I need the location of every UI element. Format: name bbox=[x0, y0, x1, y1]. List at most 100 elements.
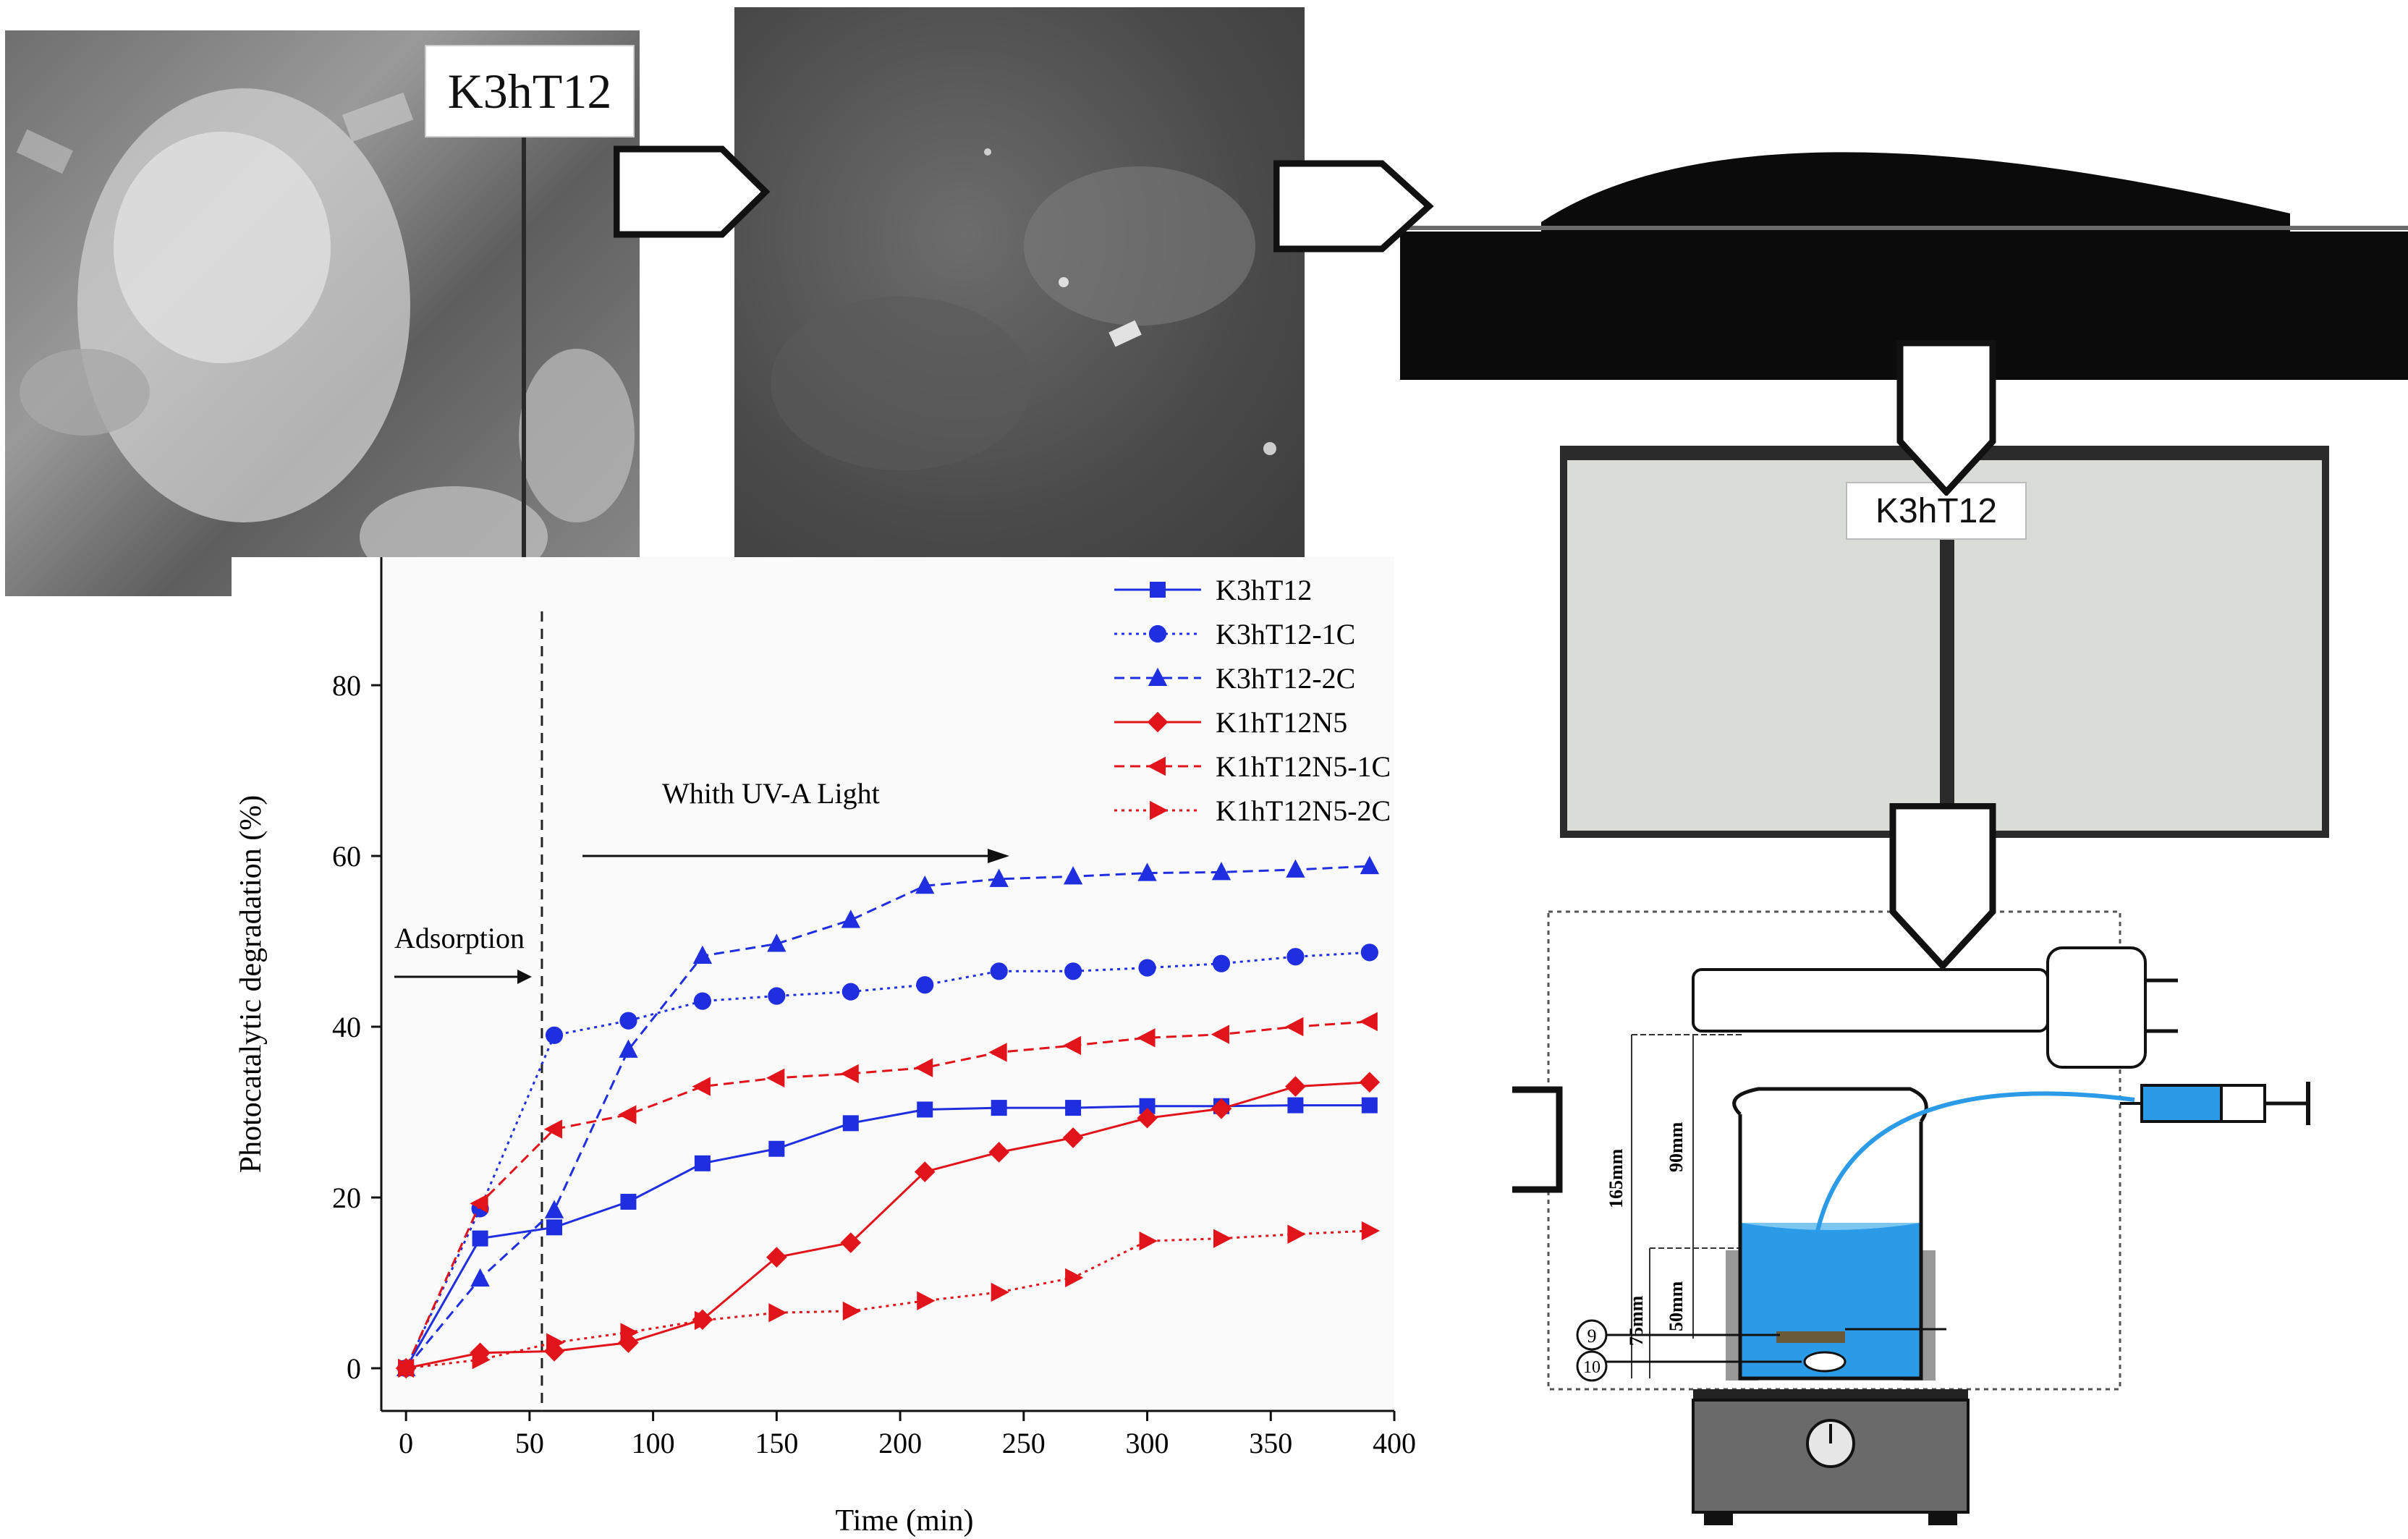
flow-arrow-right-icon bbox=[614, 145, 771, 238]
data-point bbox=[1360, 855, 1380, 875]
data-point bbox=[1361, 1097, 1378, 1114]
data-point bbox=[693, 992, 712, 1010]
x-tick-label: 400 bbox=[1373, 1427, 1416, 1459]
data-point bbox=[914, 1058, 933, 1077]
data-point bbox=[768, 987, 786, 1005]
legend-label: K3hT12-2C bbox=[1216, 662, 1355, 695]
data-point bbox=[1064, 962, 1082, 980]
sample-tile bbox=[1776, 1331, 1845, 1343]
data-point bbox=[1139, 1098, 1156, 1114]
data-point bbox=[692, 945, 713, 964]
data-point bbox=[1361, 1221, 1381, 1241]
data-point bbox=[470, 1194, 488, 1213]
data-point bbox=[842, 1301, 862, 1321]
data-point bbox=[841, 910, 860, 928]
x-tick-label: 250 bbox=[1002, 1427, 1046, 1459]
data-point bbox=[917, 1101, 933, 1118]
data-point bbox=[1148, 667, 1168, 686]
legend-label: K3hT12-1C bbox=[1216, 618, 1355, 650]
data-point bbox=[989, 868, 1009, 887]
data-point bbox=[1148, 624, 1167, 643]
data-point bbox=[767, 933, 787, 952]
data-point bbox=[1065, 1100, 1082, 1116]
dim-label: 50mm bbox=[1666, 1281, 1687, 1331]
series-line bbox=[404, 865, 1370, 1369]
uv-light-annotation: Whith UV-A Light bbox=[662, 777, 880, 810]
y-axis-label: Photocatalytic degradation (%) bbox=[234, 795, 268, 1173]
callout-marker bbox=[1576, 1350, 1608, 1382]
data-point bbox=[841, 983, 860, 1001]
data-point bbox=[472, 1350, 491, 1370]
sample-label: K3hT12 bbox=[1846, 482, 2027, 540]
data-point bbox=[692, 1077, 711, 1096]
data-point bbox=[916, 976, 934, 994]
callout-label: 9 bbox=[1587, 1326, 1597, 1347]
data-point bbox=[1286, 859, 1305, 878]
data-point bbox=[1360, 944, 1378, 962]
series-line bbox=[404, 1104, 1370, 1369]
data-point bbox=[988, 1142, 1009, 1163]
data-point bbox=[618, 1105, 637, 1124]
data-point bbox=[1137, 1107, 1158, 1129]
x-tick-label: 0 bbox=[399, 1427, 413, 1459]
data-point bbox=[991, 1100, 1007, 1116]
data-point bbox=[1212, 954, 1231, 972]
data-point bbox=[842, 1115, 859, 1132]
data-point bbox=[766, 1068, 785, 1088]
data-point bbox=[620, 1323, 639, 1342]
data-point bbox=[1286, 948, 1305, 966]
x-tick-label: 150 bbox=[755, 1427, 798, 1459]
data-point bbox=[1147, 756, 1166, 776]
contact-angle-image bbox=[1400, 65, 2408, 383]
series-line bbox=[405, 1081, 1370, 1370]
callout-label: 10 bbox=[1583, 1358, 1601, 1377]
data-point bbox=[1285, 1076, 1306, 1097]
sample-label: K3hT12 bbox=[425, 45, 635, 137]
data-point bbox=[1211, 862, 1231, 881]
series-1 bbox=[397, 944, 1378, 1378]
data-point bbox=[1211, 1025, 1229, 1044]
sem-surface-texture bbox=[771, 148, 1276, 470]
data-point bbox=[1138, 959, 1156, 977]
y-tick-label: 80 bbox=[332, 669, 361, 702]
setup-svg: 165mm 90mm 75mm 50mm 9 10 bbox=[1547, 910, 2310, 1525]
data-point bbox=[1213, 1229, 1232, 1248]
data-point bbox=[991, 1282, 1009, 1302]
x-tick-label: 100 bbox=[632, 1427, 675, 1459]
dim-label: 90mm bbox=[1666, 1122, 1687, 1172]
legend-label: K1hT12N5-2C bbox=[1216, 794, 1391, 827]
data-point bbox=[470, 1268, 490, 1287]
dim-label: 165mm bbox=[1606, 1148, 1627, 1208]
x-tick-label: 300 bbox=[1126, 1427, 1169, 1459]
uv-lamp bbox=[1692, 968, 2049, 1033]
data-point bbox=[1211, 1098, 1232, 1119]
data-point bbox=[694, 1155, 711, 1171]
data-point bbox=[1139, 1231, 1158, 1251]
dim-label: 75mm bbox=[1626, 1295, 1647, 1346]
data-point bbox=[988, 1043, 1007, 1062]
syringe-barrel bbox=[2140, 1084, 2223, 1123]
data-point bbox=[1150, 582, 1166, 598]
data-point bbox=[1287, 1097, 1304, 1114]
chart-series bbox=[395, 855, 1381, 1379]
series-3 bbox=[395, 1072, 1381, 1379]
data-point bbox=[1359, 1012, 1378, 1032]
sem-image-surface bbox=[734, 7, 1305, 575]
legend-label: K1hT12N5 bbox=[1216, 706, 1347, 739]
data-point bbox=[619, 1039, 638, 1058]
data-point bbox=[914, 1161, 936, 1182]
series-4 bbox=[395, 1012, 1378, 1378]
data-point bbox=[546, 1333, 565, 1352]
data-point bbox=[472, 1230, 488, 1247]
legend-label: K1hT12N5-1C bbox=[1216, 750, 1391, 783]
data-point bbox=[619, 1012, 637, 1030]
droplet-drawing bbox=[1400, 152, 2408, 380]
y-tick-label: 60 bbox=[332, 840, 361, 873]
data-point bbox=[990, 962, 1008, 980]
experimental-setup-diagram: 165mm 90mm 75mm 50mm 9 10 bbox=[1541, 904, 2408, 1539]
data-point bbox=[1062, 1035, 1082, 1056]
plot-area bbox=[381, 557, 1394, 1411]
